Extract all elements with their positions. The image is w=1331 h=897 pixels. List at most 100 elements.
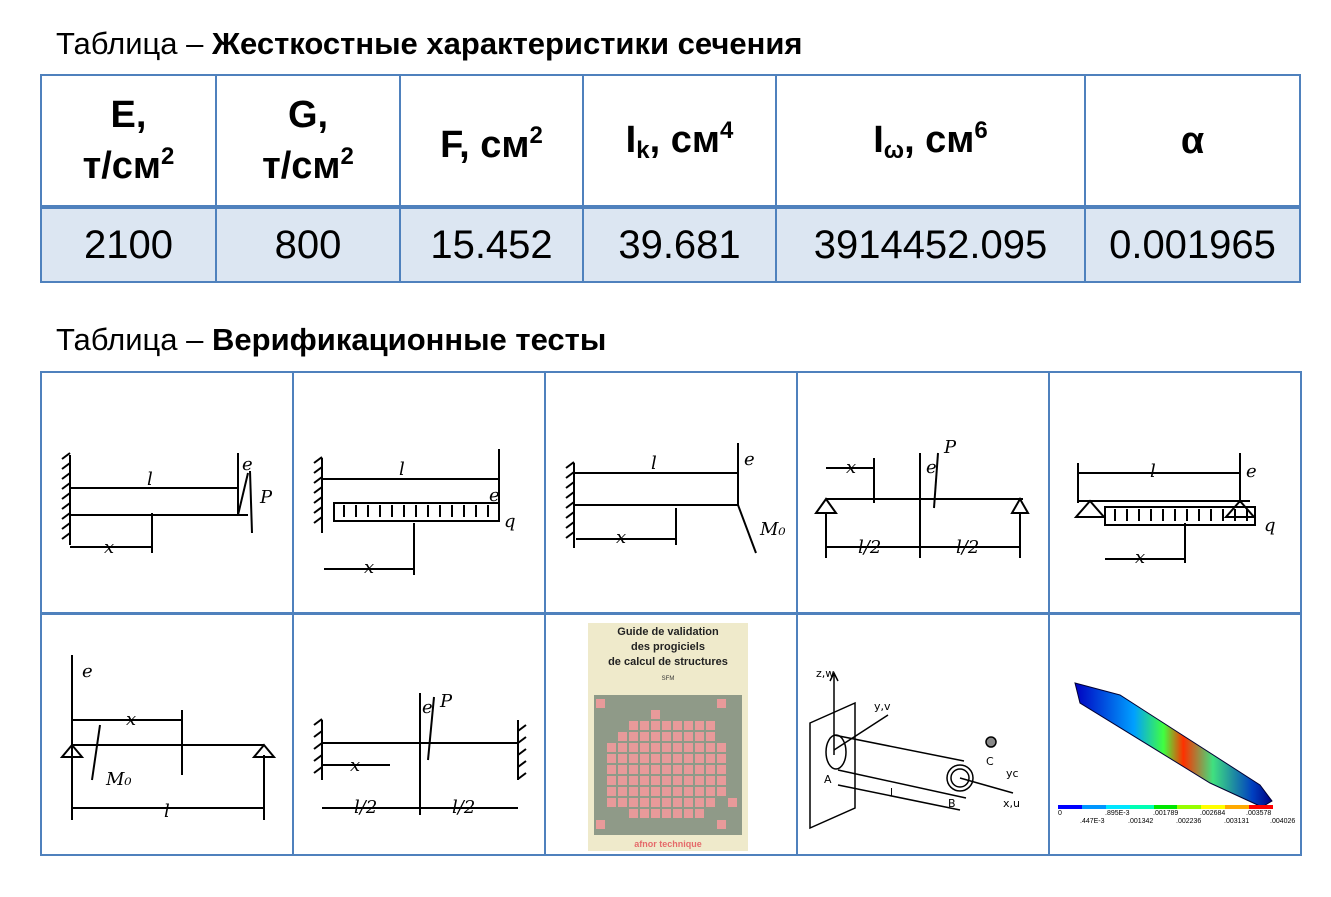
cover-square <box>629 809 638 818</box>
cover-square <box>651 776 660 785</box>
svg-text:x: x <box>1135 547 1145 568</box>
cover-square <box>640 776 649 785</box>
cover-square <box>640 732 649 741</box>
cover-square <box>706 721 715 730</box>
cover-square <box>706 776 715 785</box>
legend-swatch <box>1153 805 1178 809</box>
cover-square <box>618 765 627 774</box>
legend-tick: .002236 <box>1176 818 1202 825</box>
svg-text:x: x <box>616 527 626 548</box>
cover-square <box>684 743 693 752</box>
cover-square <box>717 820 726 829</box>
cover-square <box>618 787 627 796</box>
value-iw: 3914452.095 <box>775 206 1086 283</box>
cover-square <box>717 754 726 763</box>
svg-text:e: e <box>82 661 93 682</box>
cover-square <box>673 776 682 785</box>
cover-square <box>695 809 704 818</box>
cover-square <box>640 754 649 763</box>
cover-square <box>695 787 704 796</box>
test-fe-contour-result: 0 .895E-3 .001789 .002684 .003578 .447E-… <box>1048 612 1302 856</box>
svg-text:z,w: z,w <box>816 667 834 680</box>
cover-square <box>618 743 627 752</box>
svg-text:P: P <box>259 487 273 508</box>
cover-square <box>607 787 616 796</box>
test-3d-cantilever-tube: z,w y,v x,u A B C yc l <box>796 612 1050 856</box>
test-simply-supported-torque: e x M₀ l <box>40 612 294 856</box>
svg-text:l: l <box>1150 461 1156 482</box>
cover-square <box>662 743 671 752</box>
cover-square <box>651 809 660 818</box>
cover-square <box>684 809 693 818</box>
svg-text:x: x <box>350 755 360 776</box>
cover-square <box>684 798 693 807</box>
legend-swatch <box>1129 805 1154 809</box>
svg-text:l: l <box>651 453 657 474</box>
svg-text:M₀: M₀ <box>759 519 786 540</box>
cover-square <box>618 776 627 785</box>
test-fixed-fixed-point-load: x e P l/2 l/2 <box>292 612 546 856</box>
cover-square <box>607 776 616 785</box>
cover-square <box>706 798 715 807</box>
cover-square <box>662 765 671 774</box>
simply-supported-point-load-diagram: x e P l/2 l/2 <box>814 437 1030 558</box>
cantilever-point-load-diagram: l x e P <box>61 452 273 558</box>
cantilever-torque-diagram: l x e M₀ <box>565 443 786 554</box>
cover-square <box>629 754 638 763</box>
cover-square <box>618 754 627 763</box>
cover-square <box>629 721 638 730</box>
cover-square <box>706 787 715 796</box>
cover-square <box>695 776 704 785</box>
cover-square <box>706 765 715 774</box>
legend-swatch <box>1105 805 1130 809</box>
cover-square <box>640 787 649 796</box>
legend-swatch <box>1249 805 1274 809</box>
svg-text:e: e <box>744 449 755 470</box>
cover-square <box>640 721 649 730</box>
header-g: G,т/см2 <box>215 74 401 208</box>
legend-swatch <box>1058 805 1082 809</box>
cover-square <box>717 776 726 785</box>
cover-square <box>673 754 682 763</box>
svg-text:x: x <box>846 457 856 478</box>
cover-square <box>717 743 726 752</box>
cover-square <box>673 721 682 730</box>
svg-text:B: B <box>948 797 956 810</box>
cover-square <box>673 765 682 774</box>
3d-tube-beam-diagram: z,w y,v x,u A B C yc l <box>809 667 1020 830</box>
test-simply-supported-distributed-load: l x e q <box>1048 371 1302 615</box>
legend-tick: .001342 <box>1128 818 1154 825</box>
cover-square <box>695 754 704 763</box>
header-alpha: α <box>1084 74 1301 208</box>
value-ik: 39.681 <box>582 206 777 283</box>
cover-square <box>651 754 660 763</box>
svg-text:y,v: y,v <box>874 700 891 713</box>
contour-legend: 0 .895E-3 .001789 .002684 .003578 .447E-… <box>1058 805 1295 827</box>
cover-square <box>706 732 715 741</box>
svg-text:q: q <box>1264 515 1276 536</box>
cover-square <box>728 798 737 807</box>
cover-square <box>607 743 616 752</box>
cover-square <box>695 743 704 752</box>
svg-text:l/2: l/2 <box>354 797 377 818</box>
cover-square <box>684 721 693 730</box>
cover-square <box>651 710 660 719</box>
cantilever-distributed-load-diagram: l x e q <box>313 449 516 578</box>
cover-square <box>629 765 638 774</box>
svg-text:x: x <box>104 537 114 558</box>
svg-text:A: A <box>824 773 832 786</box>
cover-square <box>618 798 627 807</box>
value-e: 2100 <box>40 206 217 283</box>
book-publisher: afnor technique <box>634 839 702 849</box>
caption-title: Жесткостные характеристики сечения <box>212 26 803 61</box>
value-alpha: 0.001965 <box>1084 206 1301 283</box>
cover-square <box>651 787 660 796</box>
cover-square <box>607 798 616 807</box>
cover-square <box>662 787 671 796</box>
legend-swatch <box>1081 805 1106 809</box>
cover-square <box>695 798 704 807</box>
cover-square <box>618 732 627 741</box>
svg-text:l/2: l/2 <box>452 797 475 818</box>
cover-square <box>673 743 682 752</box>
caption-title: Верификационные тесты <box>212 322 607 357</box>
